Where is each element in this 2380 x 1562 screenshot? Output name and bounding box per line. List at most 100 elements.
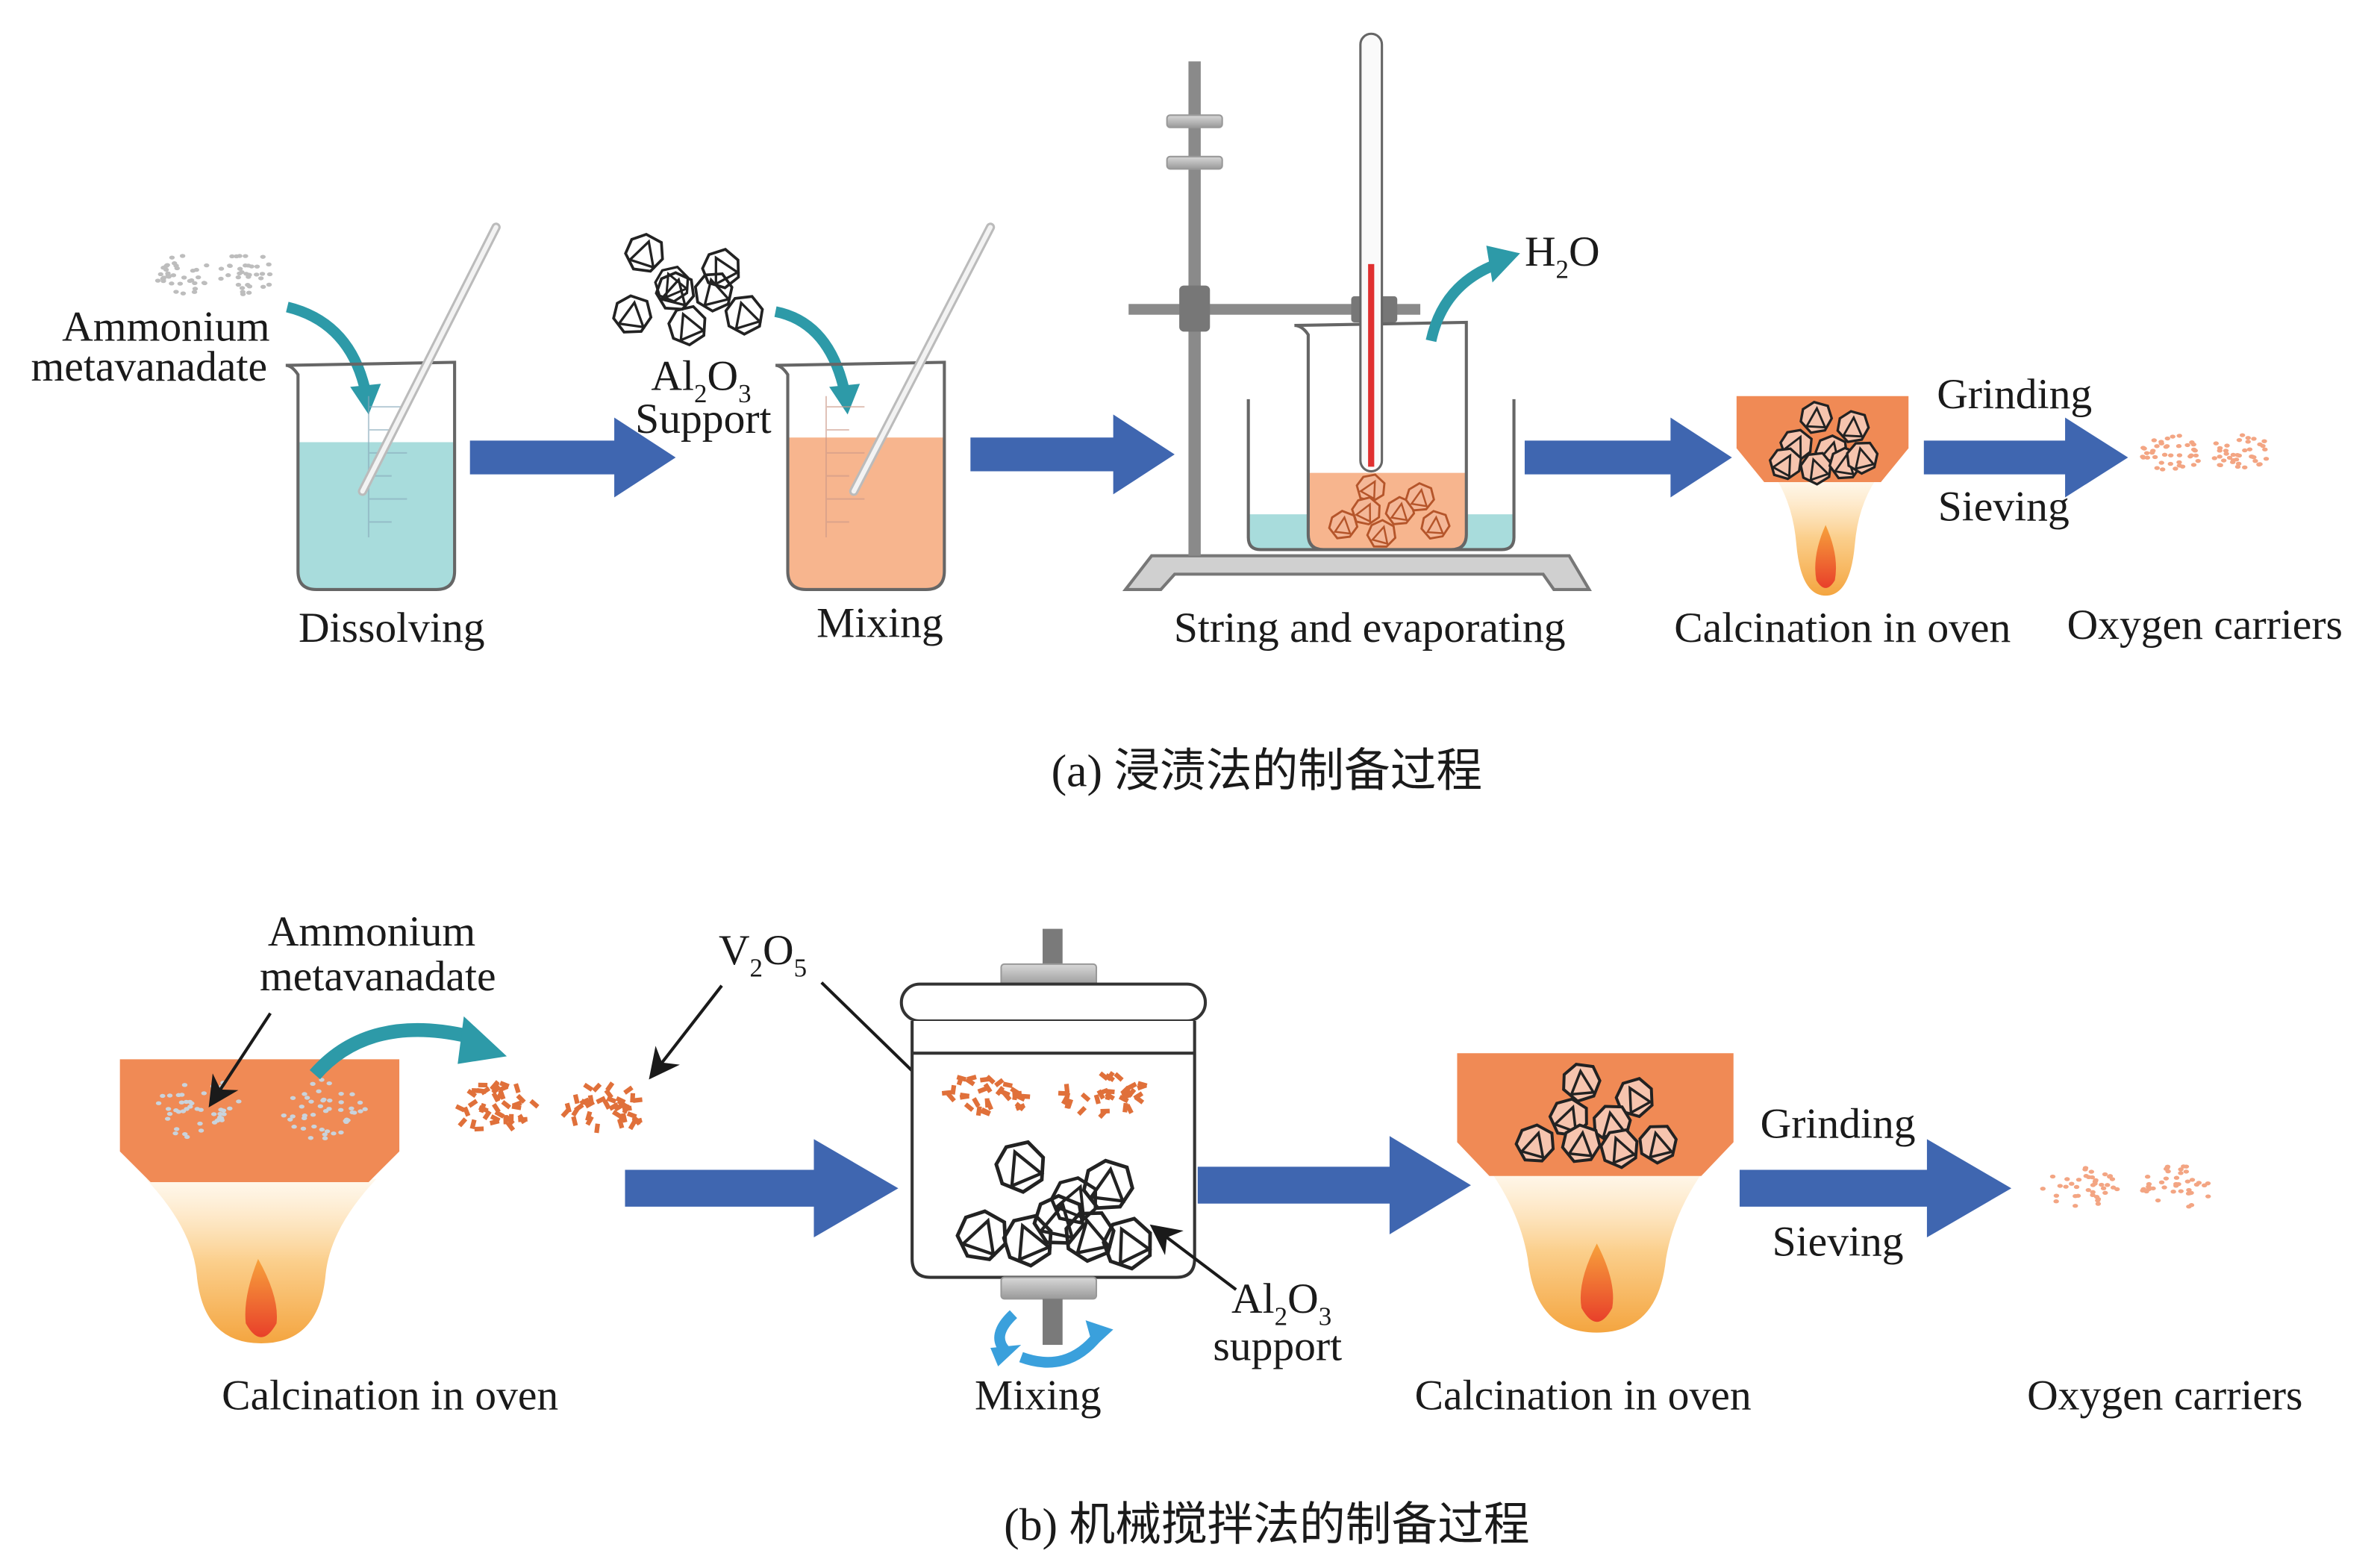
particle [492,1102,501,1113]
h2o-formula: H2O [1525,228,1600,284]
particle [2176,444,2182,449]
particle [2217,449,2223,453]
particle [170,273,177,278]
particle [491,1084,502,1095]
step-mechanical-mixing: Al2O3 support Mixing [820,928,1342,1419]
particle [2251,437,2257,441]
support-label: support [1213,1323,1342,1370]
particle [331,1131,337,1136]
particle [2154,466,2160,470]
step-calcination: Calcination in oven [1674,396,2011,652]
particle [338,1091,344,1096]
particle [175,1110,182,1114]
particle [2184,443,2190,448]
support-label: Support [635,396,771,443]
particle [2085,1187,2091,1193]
particle [2183,1169,2190,1174]
step-label-calcination: Calcination in oven [1415,1372,1752,1419]
particle [172,261,178,266]
particle [2167,453,2174,457]
particle [587,1095,595,1105]
particle [2262,447,2268,452]
v2o5-particles-icon [455,1080,643,1134]
particle [2144,455,2151,460]
process-arrow-icon [625,1139,899,1238]
particle [246,290,252,295]
particle [2181,1164,2187,1169]
crystal [620,228,670,278]
particle [2205,1194,2211,1199]
particle [245,283,251,287]
particle [175,1093,182,1098]
particle [501,1100,512,1110]
particle [478,1105,489,1113]
particle [476,1087,487,1094]
particle [1114,1072,1124,1082]
vapor-arrow-icon [1425,259,1499,343]
particle [2143,1189,2149,1194]
particle [2154,444,2160,449]
particle [2095,1196,2102,1202]
particle [257,276,264,281]
transfer-arrow-head-icon [457,1016,507,1064]
particle [2234,464,2241,469]
particle [327,1098,333,1103]
particle [963,1102,975,1112]
particle [2184,1179,2191,1184]
particle [2205,1181,2211,1186]
step-stirring-evaporating: H2O String and evaporating [1122,32,1600,652]
particle [324,1129,331,1134]
particle [2100,1186,2107,1190]
particle [2173,1175,2180,1180]
particle [197,1121,203,1126]
particle [466,1088,478,1099]
particle [217,1111,223,1116]
particle [1099,1071,1109,1081]
crystal [695,242,749,296]
particle [218,1108,224,1112]
particle [181,275,187,280]
particle [2114,1187,2120,1192]
particle [184,1107,190,1111]
particle [322,1136,328,1140]
particle [2226,455,2233,460]
particle [2159,467,2166,472]
particle [198,1128,204,1133]
particle [301,1116,307,1121]
particle [606,1096,617,1104]
particle [612,1110,622,1119]
particle [337,1108,344,1112]
particle [236,1099,242,1104]
al2o3-formula: Al2O3 [651,353,751,408]
particle [240,292,246,296]
particle [326,1107,332,1111]
particle [518,1116,528,1122]
particle [237,254,243,258]
particle [349,1092,355,1096]
particle [192,287,199,291]
particle [2263,457,2270,461]
particle [1061,1094,1070,1105]
vapor-arrow-head-icon [1486,246,1520,283]
particle [259,272,266,276]
flame-icon [1489,1169,1705,1333]
particle [972,1097,981,1108]
particle [183,1099,190,1105]
process-arrow-icon [469,417,676,498]
particle [2260,443,2266,449]
particle [326,1081,332,1086]
particle [596,1096,607,1105]
al2o3-formula: Al2O3 [1231,1275,1331,1331]
crystal [610,292,655,337]
particle [469,1119,477,1130]
particle [632,1117,643,1125]
particle [2073,1184,2080,1190]
particle [2242,465,2248,469]
particle [1120,1085,1131,1096]
step-label-stirring-evaporating: String and evaporating [1174,605,1566,652]
metavanadate-label: metavanadate [260,953,496,1000]
particle [2173,1181,2179,1187]
particle [2064,1177,2070,1181]
particle [218,276,224,281]
particle [2223,452,2229,456]
